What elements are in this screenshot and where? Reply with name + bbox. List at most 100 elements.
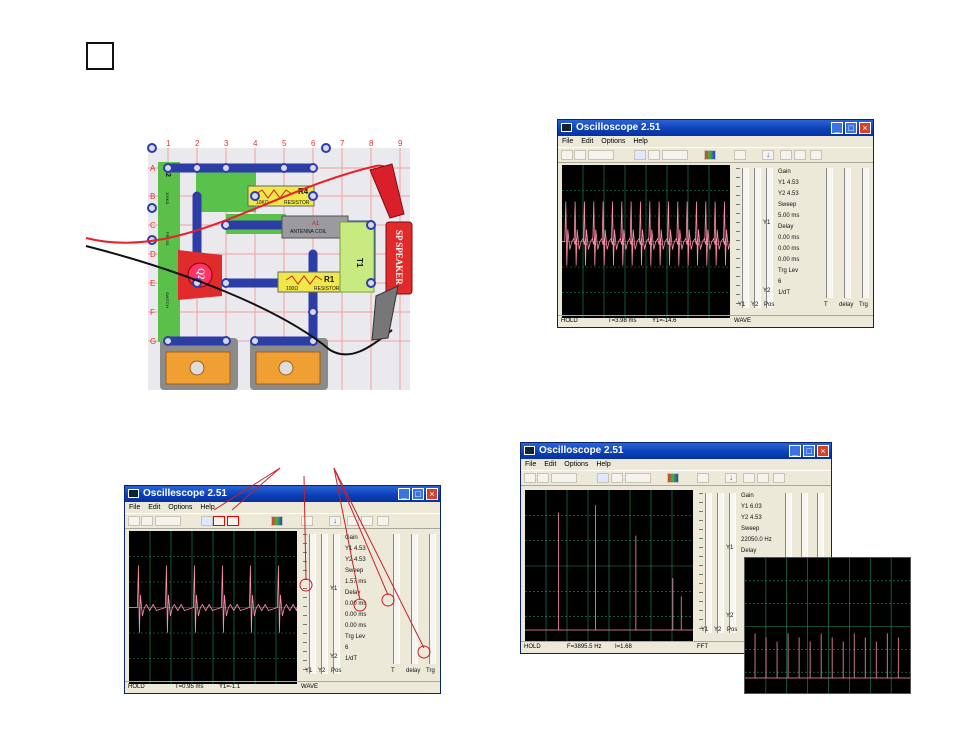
slider-y2-label: Y2 [330, 654, 338, 660]
toolbar-button[interactable] [757, 473, 769, 483]
bars-icon[interactable] [667, 473, 679, 483]
bars-icon[interactable] [704, 150, 716, 160]
toolbar-button[interactable] [537, 473, 549, 483]
y2-slider[interactable] [321, 534, 328, 674]
sweep-label: Sweep [741, 526, 760, 532]
menu-help[interactable]: Help [200, 504, 215, 511]
sine-icon[interactable] [648, 150, 660, 160]
toolbar-field[interactable] [155, 516, 181, 526]
toolbar-button[interactable] [128, 516, 140, 526]
close-button[interactable]: × [859, 122, 871, 134]
minimize-button[interactable]: _ [398, 488, 410, 500]
col-label: 4 [253, 139, 258, 148]
t-slider[interactable] [826, 168, 833, 298]
pos-slider[interactable] [766, 168, 773, 308]
y2-slider[interactable] [717, 493, 724, 633]
toolbar-button[interactable] [377, 516, 389, 526]
slider-label-y2: Y2 [751, 302, 759, 308]
toolbar-button[interactable] [561, 150, 573, 160]
y1-slider[interactable] [309, 534, 316, 674]
bars-icon[interactable] [271, 516, 283, 526]
delay-slider[interactable] [844, 168, 851, 298]
slider-y1-label: Y1 [726, 545, 734, 551]
oscilloscope-icon [128, 489, 139, 498]
t-slider[interactable] [785, 493, 792, 563]
menu-edit[interactable]: Edit [148, 504, 161, 511]
r1-type: RESISTOR [314, 286, 340, 292]
menu-edit[interactable]: Edit [581, 138, 594, 145]
minimize-button[interactable]: _ [831, 122, 843, 134]
wave-icon[interactable] [597, 473, 609, 483]
toolbar-button[interactable] [141, 516, 153, 526]
maximize-button[interactable]: □ [412, 488, 424, 500]
step-checkbox[interactable] [86, 42, 114, 70]
toolbar-field[interactable] [662, 150, 688, 160]
toolbar-button[interactable] [743, 473, 755, 483]
sine-icon[interactable] [213, 516, 225, 526]
menu-options[interactable]: Options [168, 504, 193, 511]
toolbar-button[interactable] [794, 150, 806, 160]
arrow-down-icon[interactable]: ↓ [329, 516, 341, 526]
row-label: B [150, 192, 155, 201]
toolbar-button[interactable] [574, 150, 586, 160]
toolbar-button[interactable] [301, 516, 313, 526]
settings-panel: Gain Y1 4.53 Y2 4.53 Sweep 5.00 ms Delay… [778, 167, 799, 299]
menu-file[interactable]: File [562, 138, 574, 145]
trg-lev-label: Trg Lev [345, 634, 366, 640]
y1-slider[interactable] [705, 493, 712, 633]
trg-slider[interactable] [862, 168, 869, 298]
r1-value: 100Ω [286, 286, 298, 292]
y2-slider[interactable] [754, 168, 761, 308]
toolbar-field[interactable] [625, 473, 651, 483]
minimize-button[interactable]: _ [789, 445, 801, 457]
toolbar-button[interactable] [773, 473, 785, 483]
menu-file[interactable]: File [525, 461, 537, 468]
toolbar-field[interactable] [588, 150, 614, 160]
row-label: D [150, 250, 156, 259]
maximize-button[interactable]: □ [845, 122, 857, 134]
toolbar-button[interactable] [347, 516, 359, 526]
oscilloscope-window-1: Oscilloscope 2.51 _ □ × File Edit Option… [557, 119, 874, 328]
menu-options[interactable]: Options [601, 138, 626, 145]
toolbar-button[interactable] [734, 150, 746, 160]
menu-edit[interactable]: Edit [544, 461, 557, 468]
delay-slider[interactable] [411, 534, 418, 664]
col-label: 2 [195, 139, 200, 148]
delay-slider[interactable] [801, 493, 808, 563]
spectrum-screen [525, 490, 693, 642]
status-y1: Y1=-14.6 [652, 318, 677, 324]
maximize-button[interactable]: □ [803, 445, 815, 457]
toolbar-button[interactable] [697, 473, 709, 483]
menu-help[interactable]: Help [596, 461, 611, 468]
toolbar-button[interactable] [780, 150, 792, 160]
close-button[interactable]: × [426, 488, 438, 500]
delay-slider-label: delay [406, 668, 421, 674]
menu-help[interactable]: Help [633, 138, 648, 145]
toolbar: ↓ [125, 513, 440, 529]
wave-icon[interactable] [201, 516, 213, 526]
close-button[interactable]: × [817, 445, 829, 457]
toolbar-button[interactable] [524, 473, 536, 483]
y1-slider[interactable] [742, 168, 749, 308]
col-label: 5 [282, 139, 287, 148]
toolbar-field[interactable] [227, 516, 239, 526]
toolbar-button[interactable] [361, 516, 373, 526]
wave-icon[interactable] [634, 150, 646, 160]
trg-slider[interactable] [817, 493, 824, 563]
menu-bar: File Edit Options Help [125, 502, 440, 513]
menu-file[interactable]: File [129, 504, 141, 511]
speaker-label: SP SPEAKER [394, 230, 404, 285]
arrow-down-icon[interactable]: ↓ [762, 150, 774, 160]
pos-slider[interactable] [729, 493, 736, 633]
sine-icon[interactable] [611, 473, 623, 483]
status-mode: WAVE [734, 318, 752, 324]
toolbar-button[interactable] [810, 150, 822, 160]
t-label: T [824, 302, 828, 308]
gain-label: Gain [345, 535, 358, 541]
pos-slider[interactable] [333, 534, 340, 674]
arrow-down-icon[interactable]: ↓ [725, 473, 737, 483]
trg-slider[interactable] [429, 534, 436, 664]
menu-options[interactable]: Options [564, 461, 589, 468]
toolbar-field[interactable] [551, 473, 577, 483]
col-label: 7 [340, 139, 345, 148]
